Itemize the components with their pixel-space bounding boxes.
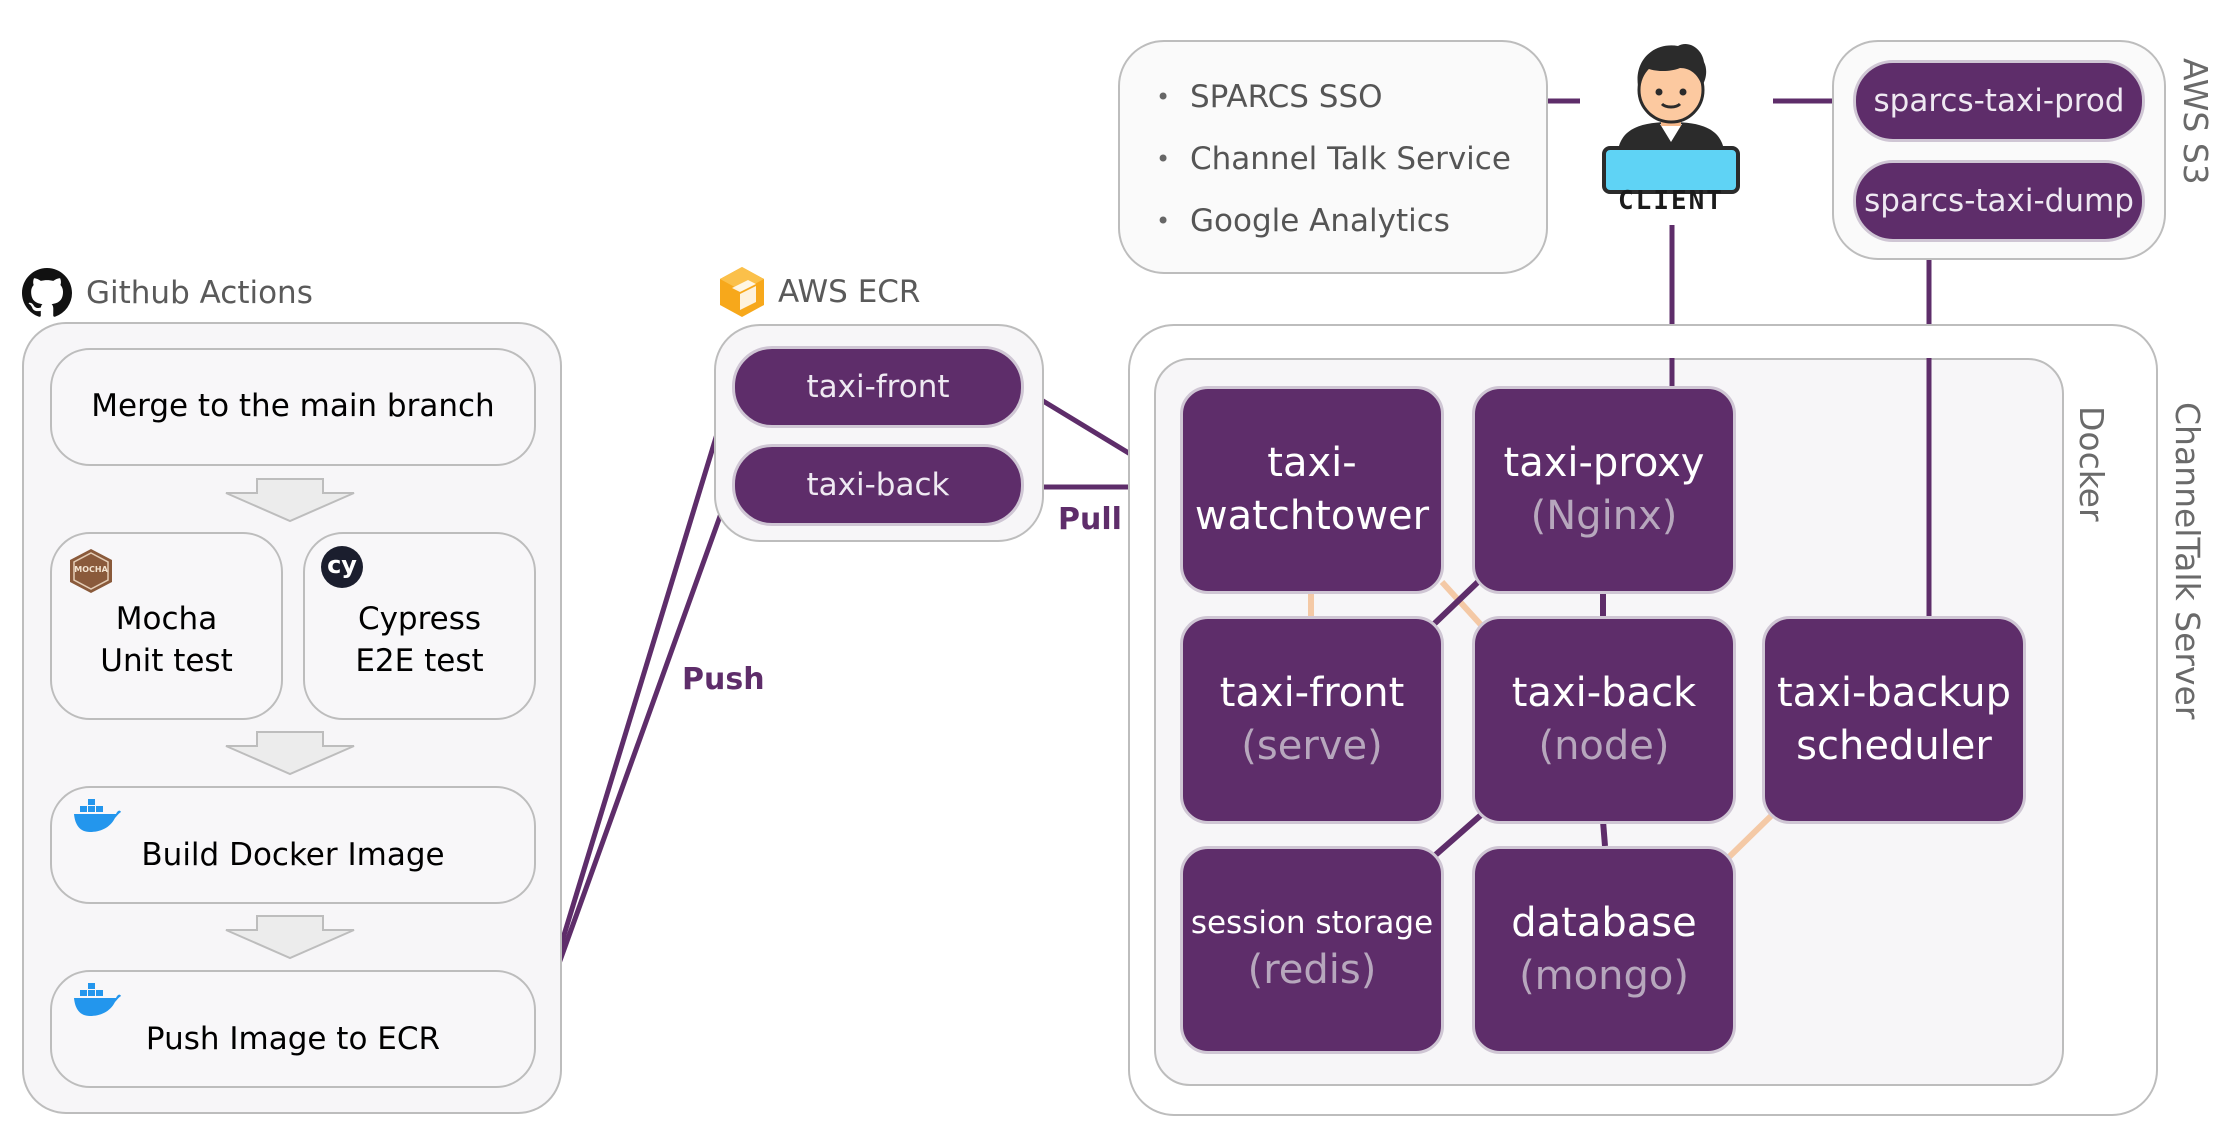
db-name: database bbox=[1511, 900, 1697, 947]
github-actions-header: Github Actions bbox=[22, 268, 313, 318]
backup-line1: taxi-backup bbox=[1777, 670, 2011, 717]
front-name: taxi-front bbox=[1219, 670, 1405, 717]
step-push-ecr: Push Image to ECR bbox=[50, 970, 536, 1088]
step-build-docker: Build Docker Image bbox=[50, 786, 536, 904]
s3-bucket-dump: sparcs-taxi-dump bbox=[1853, 160, 2145, 242]
mocha-logo-icon: MOCHA bbox=[68, 548, 114, 594]
container-back: taxi-back (node) bbox=[1472, 616, 1736, 824]
cypress-subtitle: E2E test bbox=[355, 643, 484, 679]
container-watchtower: taxi- watchtower bbox=[1180, 386, 1444, 594]
github-actions-title: Github Actions bbox=[86, 275, 313, 311]
back-sub: (node) bbox=[1538, 723, 1670, 769]
push-edge-label: Push bbox=[682, 662, 765, 697]
step-merge-label: Merge to the main branch bbox=[91, 388, 495, 425]
step-merge: Merge to the main branch bbox=[50, 348, 536, 466]
watchtower-line2: watchtower bbox=[1194, 493, 1430, 539]
down-arrow-icon bbox=[225, 478, 355, 523]
service-item: •Google Analytics bbox=[1156, 203, 1450, 239]
s3-bucket-label: sparcs-taxi-dump bbox=[1864, 183, 2134, 219]
external-services-panel: •SPARCS SSO •Channel Talk Service •Googl… bbox=[1118, 40, 1548, 274]
external-services-list: •SPARCS SSO •Channel Talk Service •Googl… bbox=[1120, 66, 1546, 252]
channeltalk-server-title: ChannelTalk Server bbox=[2168, 402, 2207, 720]
session-name: session storage bbox=[1190, 905, 1434, 942]
step-build-label: Build Docker Image bbox=[141, 837, 445, 874]
client-avatar-icon: CLIENT bbox=[1600, 38, 1742, 216]
back-name: taxi-back bbox=[1511, 670, 1697, 717]
s3-bucket-label: sparcs-taxi-prod bbox=[1873, 83, 2125, 119]
step-push-label: Push Image to ECR bbox=[145, 1021, 441, 1058]
mocha-title: Mocha bbox=[115, 601, 218, 638]
db-sub: (mongo) bbox=[1519, 953, 1689, 999]
container-database: database (mongo) bbox=[1472, 846, 1736, 1054]
mocha-logo-text: MOCHA bbox=[74, 565, 108, 574]
backup-line2: scheduler bbox=[1796, 723, 1992, 769]
docker-whale-icon bbox=[72, 982, 122, 1030]
down-arrow-icon bbox=[225, 731, 355, 776]
push-line-back bbox=[532, 482, 735, 1031]
proxy-sub: (Nginx) bbox=[1530, 493, 1678, 539]
cypress-logo-icon: cy bbox=[321, 546, 363, 588]
proxy-name: taxi-proxy bbox=[1503, 440, 1705, 487]
container-session-storage: session storage (redis) bbox=[1180, 846, 1444, 1054]
mocha-subtitle: Unit test bbox=[100, 643, 233, 679]
s3-bucket-prod: sparcs-taxi-prod bbox=[1853, 60, 2145, 142]
docker-whale-icon bbox=[72, 798, 122, 846]
pull-edge-label: Pull bbox=[1058, 502, 1122, 537]
aws-s3-title: AWS S3 bbox=[2176, 58, 2215, 185]
github-icon bbox=[22, 268, 72, 317]
container-proxy: taxi-proxy (Nginx) bbox=[1472, 386, 1736, 594]
ecr-repo-taxi-back: taxi-back bbox=[732, 444, 1024, 526]
aws-ecr-title: AWS ECR bbox=[778, 274, 921, 310]
container-backup-scheduler: taxi-backup scheduler bbox=[1762, 616, 2026, 824]
aws-ecr-icon bbox=[720, 267, 764, 317]
push-line-front bbox=[532, 384, 735, 1031]
ecr-repo-label: taxi-front bbox=[806, 369, 950, 405]
service-item: •Channel Talk Service bbox=[1156, 141, 1511, 177]
service-item: •SPARCS SSO bbox=[1156, 79, 1383, 115]
docker-title: Docker bbox=[2072, 406, 2111, 522]
step-mocha: MOCHA Mocha Unit test bbox=[50, 532, 283, 720]
step-cypress: cy Cypress E2E test bbox=[303, 532, 536, 720]
ecr-repo-taxi-front: taxi-front bbox=[732, 346, 1024, 428]
session-sub: (redis) bbox=[1247, 947, 1377, 994]
container-front: taxi-front (serve) bbox=[1180, 616, 1444, 824]
front-sub: (serve) bbox=[1241, 723, 1383, 769]
cypress-logo-text: cy bbox=[327, 550, 357, 579]
down-arrow-icon bbox=[225, 915, 355, 960]
cypress-title: Cypress bbox=[357, 601, 482, 638]
ecr-repo-label: taxi-back bbox=[806, 467, 950, 503]
aws-ecr-header: AWS ECR bbox=[718, 266, 920, 318]
watchtower-line1: taxi- bbox=[1267, 440, 1357, 487]
client-label: CLIENT bbox=[1618, 186, 1724, 216]
